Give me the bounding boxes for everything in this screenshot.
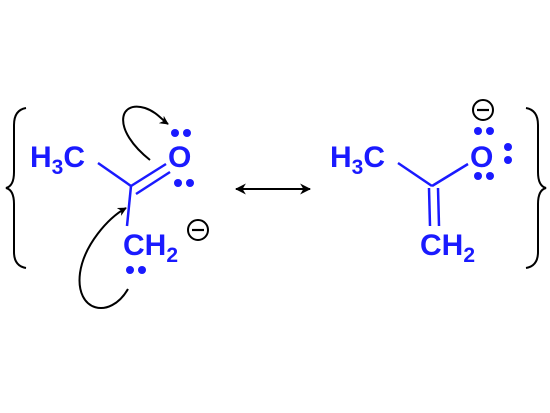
left-structure: H3C O CH2 — [30, 141, 191, 267]
bond-c-ch2-right-1 — [427, 187, 432, 227]
right-lone-pairs — [474, 127, 512, 180]
left-brace — [5, 107, 27, 269]
bond-c-ch3 — [97, 161, 132, 188]
right-bonds — [397, 161, 469, 227]
right-h3c-label: H3C — [330, 141, 385, 179]
left-charge-icon — [187, 219, 209, 241]
right-ch2-label: CH2 — [420, 229, 475, 267]
right-brace — [525, 107, 547, 269]
bond-c-o-1 — [130, 162, 167, 188]
left-bonds — [97, 161, 171, 227]
left-lone-pairs — [126, 129, 194, 274]
bond-c-o-2 — [135, 170, 171, 196]
bond-c-ch3-right — [397, 161, 433, 188]
right-oxygen-label: O — [470, 141, 493, 174]
bond-c-ch2-right-2 — [436, 187, 441, 227]
curved-arrow-bottom — [78, 207, 129, 309]
left-h3c-label: H3C — [30, 141, 85, 179]
bond-c-ch2 — [125, 185, 133, 227]
right-charge-icon — [472, 99, 494, 121]
left-ch2-label: CH2 — [123, 229, 178, 267]
left-oxygen-label: O — [168, 141, 191, 174]
bond-c-o-right — [431, 162, 469, 188]
right-structure: H3C O CH2 — [330, 141, 493, 267]
curved-arrow-top — [122, 105, 169, 161]
